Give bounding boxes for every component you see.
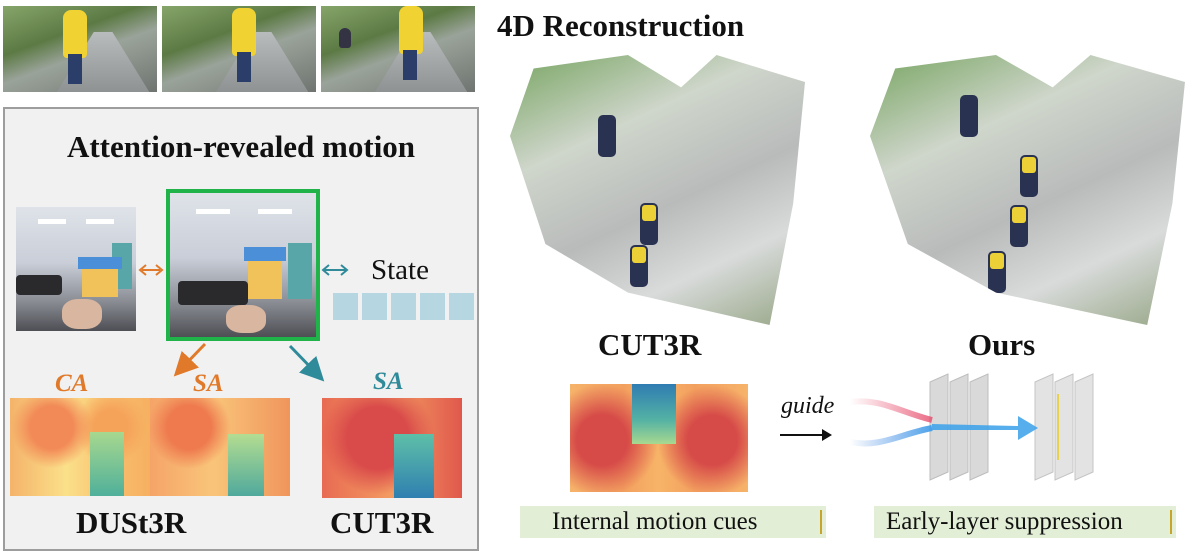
input-frame-3 (321, 6, 475, 92)
state-token-2 (362, 293, 387, 320)
input-frame-1 (3, 6, 157, 92)
point-cloud-ours (870, 55, 1185, 325)
heatmap-cut3r-sa (322, 398, 462, 498)
arrows-layer (138, 264, 349, 382)
layer-suppression-diagram (850, 373, 1094, 481)
caption-early-layer-suppression: Early-layer suppression (874, 506, 1176, 538)
method-label-ours: Ours (968, 327, 1036, 362)
input-frame-2 (162, 6, 316, 92)
panel-title: Attention-revealed motion (66, 129, 416, 164)
caption-text-2: Early-layer suppression (886, 508, 1123, 535)
layer-block-late (1034, 373, 1094, 481)
guide-label: guide (781, 393, 835, 419)
motion-flow-red (850, 398, 933, 423)
motion-cue-heatmap (570, 384, 748, 492)
guide-arrow (780, 429, 832, 441)
state-token-5 (449, 293, 474, 320)
state-token-1 (333, 293, 358, 320)
bidirectional-arrow-orange (138, 264, 164, 276)
heatmap-dust3r-sa (150, 398, 290, 496)
model-label-dust3r: DUSt3R (76, 505, 187, 540)
caption-internal-motion-cues: Internal motion cues (520, 506, 826, 538)
caption-text-1: Internal motion cues (552, 508, 758, 535)
state-token-4 (420, 293, 445, 320)
motion-flow-blue (850, 425, 933, 447)
model-label-cut3r-left: CUT3R (330, 505, 434, 540)
heatmap-dust3r-ca (10, 398, 150, 496)
suppression-arrow (932, 416, 1038, 440)
room-frame-1 (16, 207, 136, 331)
sa-label-cut3r: SA (373, 368, 404, 395)
method-label-cut3r: CUT3R (598, 327, 702, 362)
ca-arrow (173, 342, 207, 377)
sa-label-dust3r: SA (193, 370, 224, 397)
room-frame-2-highlighted (166, 189, 320, 341)
bidirectional-arrow-teal (321, 264, 349, 276)
ca-label: CA (55, 370, 89, 397)
point-cloud-cut3r (510, 55, 805, 325)
state-token-3 (391, 293, 416, 320)
page-title: 4D Reconstruction (497, 8, 745, 43)
state-label: State (371, 254, 429, 286)
sa-arrow (288, 344, 325, 382)
